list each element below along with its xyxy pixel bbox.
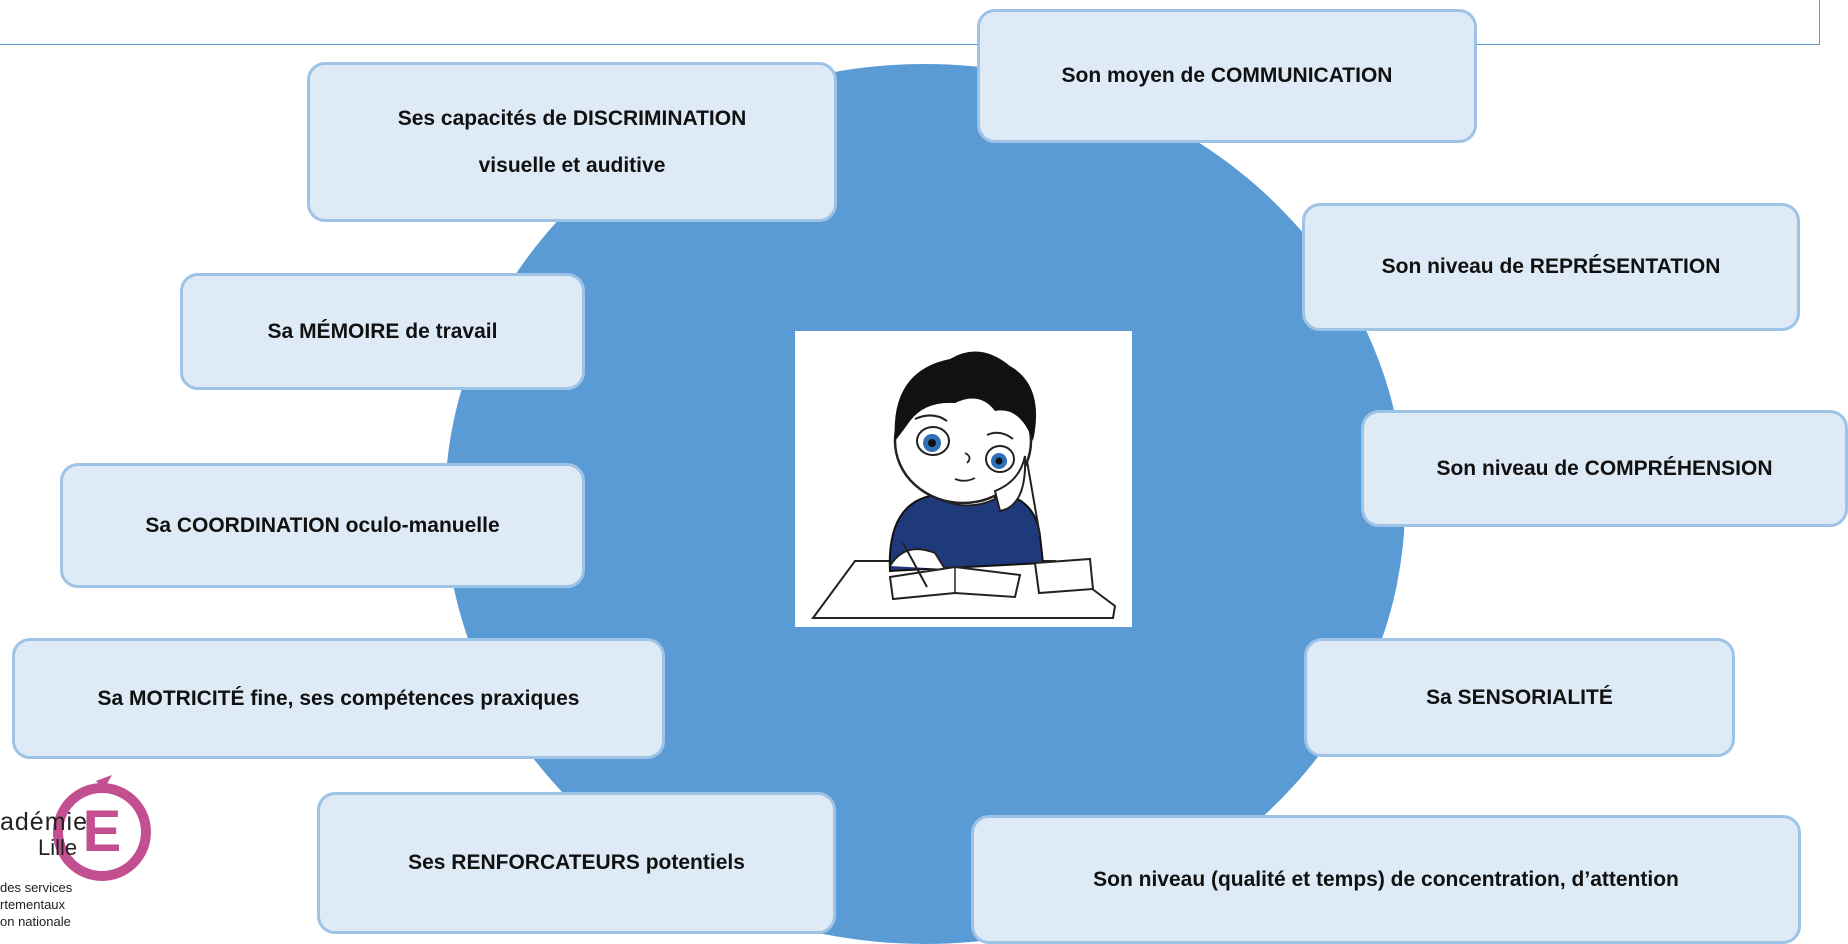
box-representation-label: Son niveau de REPRÉSENTATION [1381, 255, 1721, 279]
box-concentration-label: Son niveau (qualité et temps) de concent… [1093, 867, 1679, 891]
child-illustration [795, 331, 1132, 627]
box-coordination: Sa COORDINATION oculo-manuelle [60, 463, 585, 588]
box-discrimination: Ses capacités de DISCRIMINATION visuelle… [307, 62, 837, 222]
top-frame [0, 0, 1820, 45]
box-communication-label: Son moyen de COMMUNICATION [1061, 64, 1393, 88]
box-renforcateurs-label: Ses RENFORCATEURS potentiels [408, 851, 745, 875]
box-concentration: Son niveau (qualité et temps) de concent… [971, 815, 1801, 944]
logo-line1: adémie [0, 808, 88, 836]
box-representation: Son niveau de REPRÉSENTATION [1302, 203, 1800, 331]
logo-line4: rtementaux [0, 897, 66, 912]
box-memoire: Sa MÉMOIRE de travail [180, 273, 585, 390]
box-sensorialite: Sa SENSORIALITÉ [1304, 638, 1735, 757]
box-comprehension-label: Son niveau de COMPRÉHENSION [1436, 456, 1773, 480]
box-renforcateurs: Ses RENFORCATEURS potentiels [317, 792, 836, 934]
box-communication: Son moyen de COMMUNICATION [977, 9, 1477, 143]
box-comprehension: Son niveau de COMPRÉHENSION [1361, 410, 1848, 527]
box-sensorialite-label: Sa SENSORIALITÉ [1426, 685, 1613, 709]
box-discrimination-line2: visuelle et auditive [478, 154, 666, 177]
academie-logo: E adémie Lille des services rtementaux o… [0, 775, 160, 944]
logo-line5: on nationale [0, 914, 71, 929]
box-motricite-label: Sa MOTRICITÉ fine, ses compétences praxi… [97, 686, 580, 710]
svg-text:E: E [83, 799, 122, 864]
box-motricite: Sa MOTRICITÉ fine, ses compétences praxi… [12, 638, 665, 759]
box-discrimination-line1: Ses capacités de DISCRIMINATION [397, 106, 747, 130]
box-coordination-label: Sa COORDINATION oculo-manuelle [145, 513, 500, 537]
logo-line2: Lille [38, 835, 78, 860]
box-memoire-label: Sa MÉMOIRE de travail [267, 319, 498, 343]
logo-line3: des services [0, 880, 73, 895]
